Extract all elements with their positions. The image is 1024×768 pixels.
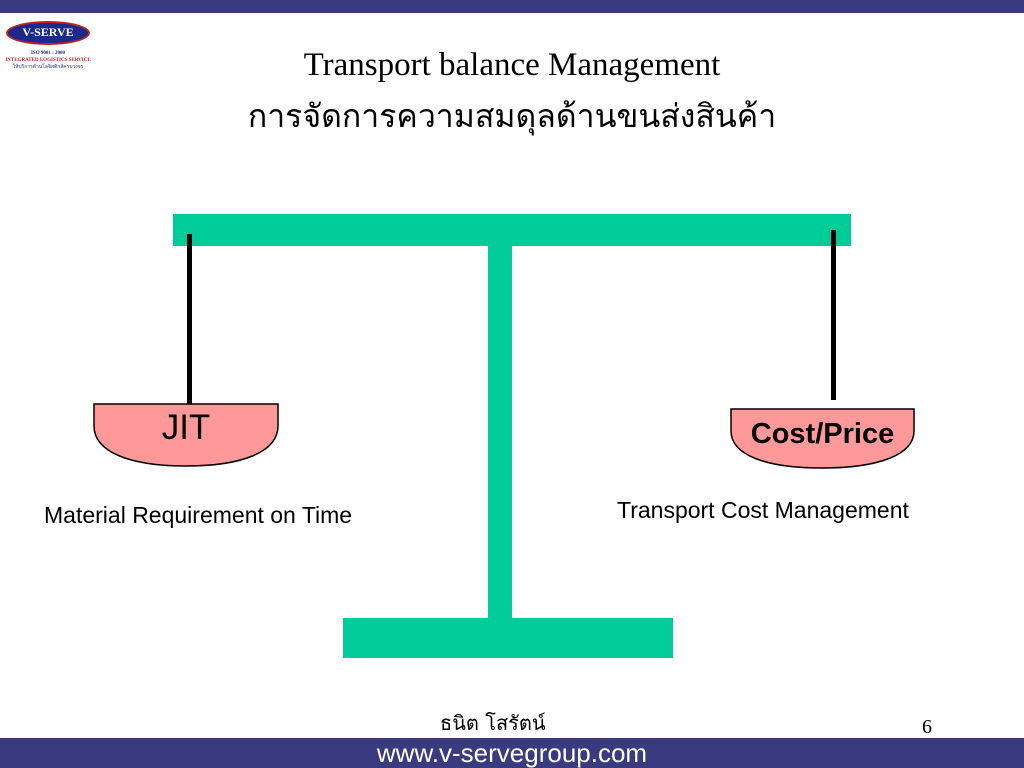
- scale-post: [488, 246, 512, 620]
- author-name: ธนิต โสรัตน์: [440, 711, 546, 735]
- logo-service: INTEGRATED LOGISTICS SERVICE: [5, 58, 91, 63]
- left-pan-label: JIT: [161, 408, 211, 447]
- right-rope: [831, 230, 836, 400]
- scale-beam: [173, 214, 851, 246]
- slide-title-thai: การจัดการความสมดุลด้านขนส่งสินค้า: [247, 97, 777, 135]
- right-pan-label: Cost/Price: [750, 418, 895, 450]
- right-pan: [730, 408, 915, 469]
- left-rope: [187, 234, 192, 404]
- logo-oval: [6, 21, 90, 45]
- left-caption: Material Requirement on Time: [44, 502, 353, 528]
- slide-title-english: Transport balance Management: [303, 47, 721, 83]
- left-pan: [93, 403, 279, 467]
- footer-url: www.v-servegroup.com: [376, 738, 648, 768]
- logo-tagline: ให้บริการด้านโลจิสติกส์ครบวงจร: [12, 65, 84, 70]
- bottom-bar: [0, 738, 1024, 768]
- top-bar: [0, 0, 1024, 13]
- logo-name: V-SERVE: [22, 25, 74, 39]
- page-number: 6: [922, 716, 932, 738]
- right-caption: Transport Cost Management: [617, 497, 909, 523]
- scale-base: [343, 618, 673, 658]
- logo-iso: ISO 9001 : 2000: [30, 51, 66, 56]
- v-serve-logo: V-SERVE ISO 9001 : 2000 INTEGRATED LOGIS…: [2, 17, 94, 89]
